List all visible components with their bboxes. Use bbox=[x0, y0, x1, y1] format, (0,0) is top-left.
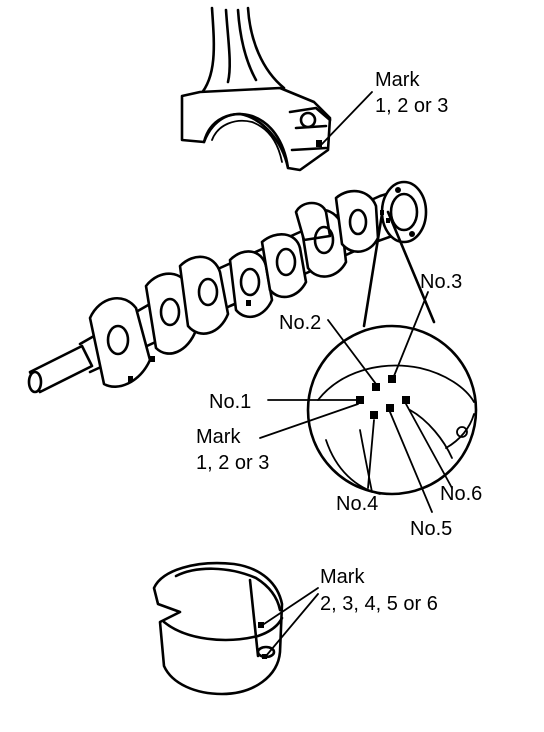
magnified-view bbox=[259, 291, 478, 513]
crankshaft bbox=[27, 180, 436, 394]
label-no2: No.2 bbox=[279, 312, 321, 334]
label-no1: No.1 bbox=[209, 391, 251, 413]
label-no5: No.5 bbox=[410, 518, 452, 540]
mark-no3 bbox=[388, 375, 396, 383]
bearing-mark-text: Mark bbox=[320, 566, 365, 588]
rod-mark-text: Mark bbox=[375, 69, 420, 91]
label-no3: No.3 bbox=[420, 271, 462, 293]
main-bearing-shell bbox=[152, 561, 319, 696]
crank-mark-labels: No.2 No.3 No.1 Mark 1, 2 or 3 No.4 No.6 … bbox=[196, 271, 482, 540]
bearing-mark-options: 2, 3, 4, 5 or 6 bbox=[320, 593, 438, 615]
crank-mark-options: 1, 2 or 3 bbox=[196, 452, 269, 474]
connecting-rod bbox=[180, 6, 373, 172]
crank-mark-text: Mark bbox=[196, 426, 241, 448]
rod-mark-options: 1, 2 or 3 bbox=[375, 95, 448, 117]
bearing-mark-label: Mark 2, 3, 4, 5 or 6 bbox=[320, 566, 438, 615]
mark-no1 bbox=[356, 396, 364, 404]
rod-mark-label: Mark 1, 2 or 3 bbox=[375, 69, 448, 117]
mark-no5 bbox=[386, 404, 394, 412]
mark-no6 bbox=[402, 396, 410, 404]
mark-no2 bbox=[372, 383, 380, 391]
label-no4: No.4 bbox=[336, 493, 378, 515]
mark-no4 bbox=[370, 411, 378, 419]
label-no6: No.6 bbox=[440, 483, 482, 505]
